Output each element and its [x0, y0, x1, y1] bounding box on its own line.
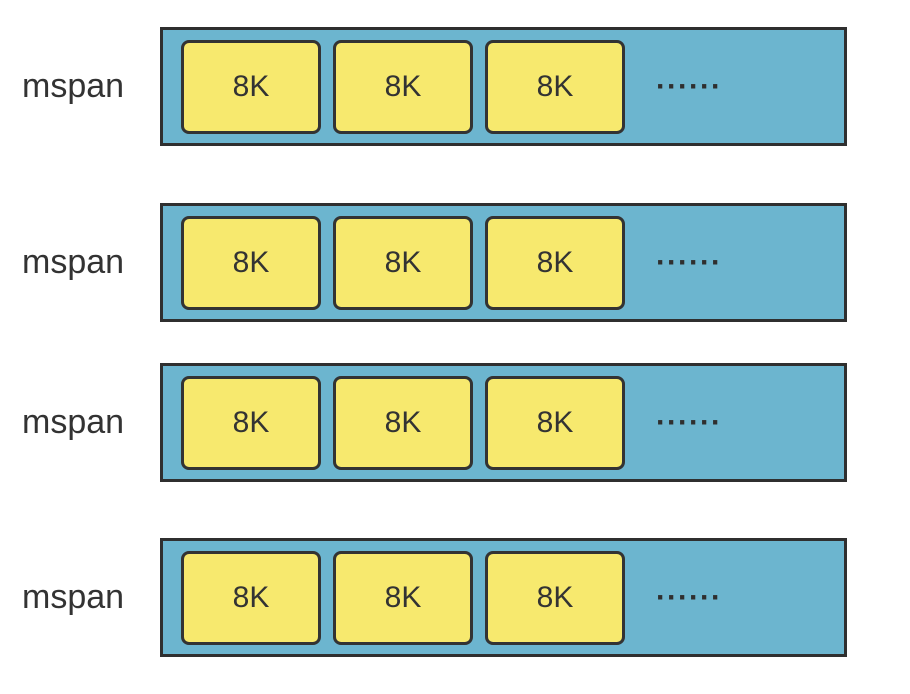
page-block: 8K	[333, 376, 473, 470]
page-block: 8K	[181, 216, 321, 310]
page-block: 8K	[181, 551, 321, 645]
page-block: 8K	[181, 376, 321, 470]
mspan-label: mspan	[22, 578, 125, 616]
mspan-label: mspan	[22, 67, 125, 105]
page-block: 8K	[333, 40, 473, 134]
page-block: 8K	[333, 216, 473, 310]
more-pages-ellipsis: ······	[656, 581, 722, 614]
mspan-bar: 8K 8K 8K ······	[160, 363, 847, 482]
page-block: 8K	[181, 40, 321, 134]
mspan-bar: 8K 8K 8K ······	[160, 538, 847, 657]
more-pages-ellipsis: ······	[656, 246, 722, 279]
page-block: 8K	[485, 40, 625, 134]
mspan-bar: 8K 8K 8K ······	[160, 27, 847, 146]
page-block: 8K	[485, 551, 625, 645]
more-pages-ellipsis: ······	[656, 70, 722, 103]
mspan-label: mspan	[22, 403, 125, 441]
page-block: 8K	[333, 551, 473, 645]
page-block: 8K	[485, 216, 625, 310]
mspan-row: mspan 8K 8K 8K ······	[0, 363, 910, 482]
mspan-row: mspan 8K 8K 8K ······	[0, 27, 910, 146]
page-block: 8K	[485, 376, 625, 470]
mspan-label: mspan	[22, 243, 125, 281]
mspan-row: mspan 8K 8K 8K ······	[0, 538, 910, 657]
more-pages-ellipsis: ······	[656, 406, 722, 439]
mspan-row: mspan 8K 8K 8K ······	[0, 203, 910, 322]
mspan-bar: 8K 8K 8K ······	[160, 203, 847, 322]
